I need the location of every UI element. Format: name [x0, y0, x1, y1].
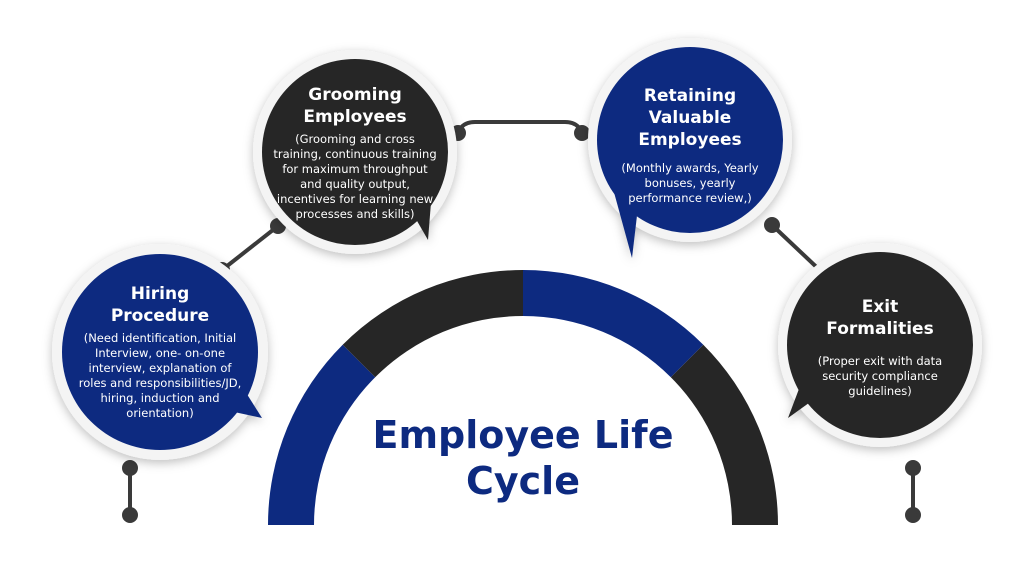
stage-hiring: Hiring Procedure (Need identification, I… [75, 272, 245, 432]
stage-description: (Monthly awards, Yearly bonuses, yearly … [621, 160, 759, 205]
bubble-grooming-shape [253, 50, 457, 254]
stage-grooming: Grooming Employees (Grooming and cross t… [272, 80, 438, 225]
arch-segment-3 [523, 270, 704, 378]
stage-description: (Need identification, Initial Interview,… [78, 331, 242, 420]
stage-title: Grooming Employees [303, 84, 407, 127]
diagram-title: Employee Life Cycle [372, 413, 674, 503]
arch-segment-1 [268, 344, 376, 525]
bubble-hiring-shape [52, 244, 268, 460]
stage-description: (Proper exit with data security complian… [817, 354, 943, 398]
arch-segment-4 [670, 344, 778, 525]
bubble-retaining-shape [588, 38, 792, 258]
stage-title: Retaining Valuable Employees [638, 85, 742, 150]
stage-exit: Exit Formalities (Proper exit with data … [808, 285, 952, 410]
stage-retaining: Retaining Valuable Employees (Monthly aw… [615, 75, 765, 215]
bubble-exit-shape [778, 243, 982, 447]
stage-title: Hiring Procedure [110, 284, 210, 326]
stage-description: (Grooming and cross training, continuous… [273, 131, 437, 221]
arch-segment-2 [342, 270, 523, 378]
stage-title: Exit Formalities [826, 297, 934, 339]
